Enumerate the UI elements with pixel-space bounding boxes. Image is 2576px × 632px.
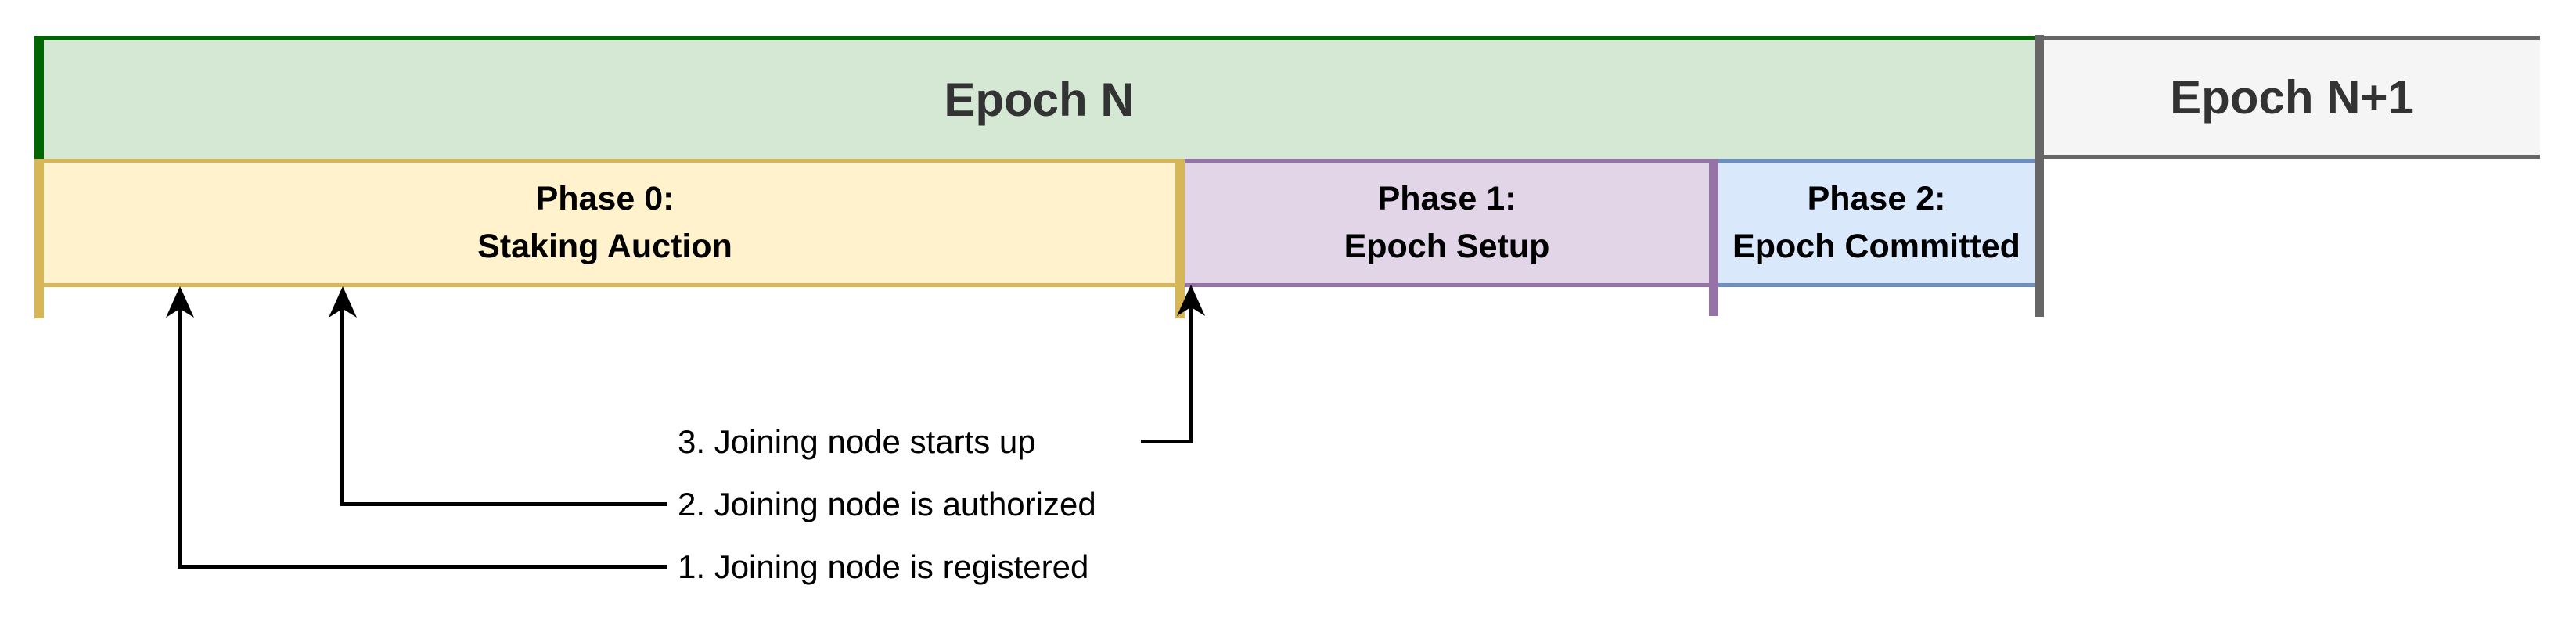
epoch-n-plus-1-label: Epoch N+1: [2170, 71, 2414, 124]
epoch-n-bar: Epoch N: [34, 36, 2035, 159]
event-label-node-registered: 1. Joining node is registered: [678, 548, 1089, 585]
phase-2-label-line1: Phase 2:: [1807, 180, 1946, 217]
arrow-3-vertical-line: [1189, 289, 1193, 443]
phase-0-end-tick: [1175, 159, 1185, 318]
phase-1-end-tick: [1709, 159, 1718, 316]
arrow-2-horizontal-line: [340, 502, 667, 506]
event-label-node-authorized: 2. Joining node is authorized: [678, 486, 1096, 522]
epoch-n-label: Epoch N: [944, 73, 1135, 126]
arrow-1-horizontal-line: [178, 565, 667, 569]
phase-2-bar: Phase 2: Epoch Committed: [1718, 159, 2035, 287]
event-label-node-starts-up: 3. Joining node starts up: [678, 423, 1036, 460]
epoch-n-plus-1-bar: Epoch N+1: [2044, 36, 2540, 159]
phase-2-label-line2: Epoch Committed: [1732, 228, 2020, 265]
phase-0-start-tick: [34, 159, 44, 318]
epoch-n-start-boundary-line: [34, 36, 44, 159]
phase-0-bar: Phase 0: Staking Auction: [34, 159, 1175, 287]
epoch-n-end-boundary-line: [2035, 35, 2044, 317]
phase-0-label-line2: Staking Auction: [477, 228, 732, 265]
arrow-1-vertical-line: [178, 291, 182, 569]
phase-1-label-line1: Phase 1:: [1377, 180, 1516, 217]
arrow-3-horizontal-line: [1141, 440, 1193, 443]
phase-0-label-line1: Phase 0:: [535, 180, 675, 217]
phase-1-label-line2: Epoch Setup: [1344, 228, 1550, 265]
phase-1-bar: Phase 1: Epoch Setup: [1185, 159, 1709, 287]
arrow-2-vertical-line: [340, 291, 344, 506]
